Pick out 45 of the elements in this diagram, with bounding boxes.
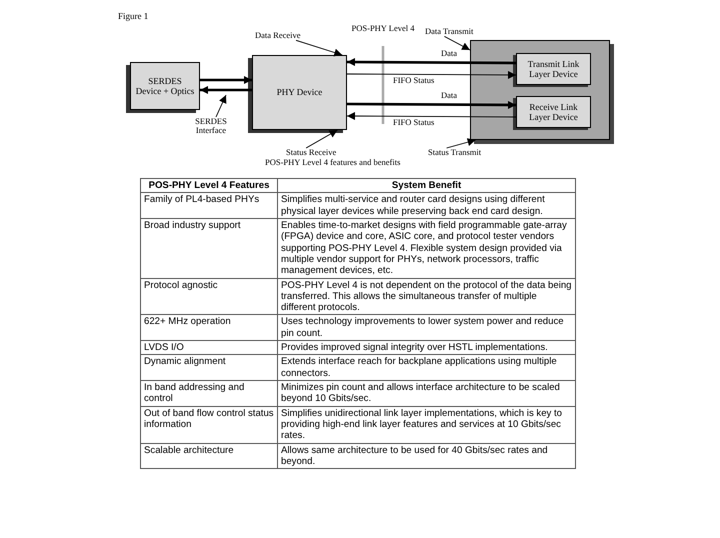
table-cell: Scalable architecture xyxy=(140,443,278,469)
table-cell: Allows same architecture to be used for 40 Gbits/sec rates and beyond. xyxy=(278,443,576,469)
leader-line xyxy=(216,94,226,118)
arrow xyxy=(347,58,516,66)
callout-label: SERDES Interface xyxy=(186,117,236,136)
table-cell: In band addressing and control xyxy=(140,380,278,406)
column-header: POS-PHY Level 4 Features xyxy=(140,178,278,193)
table-cell: Extends interface reach for backplane applications using multiple connectors. xyxy=(278,354,576,380)
table-cell: LVDS I/O xyxy=(140,340,278,355)
device-box: Receive Link Layer Device xyxy=(516,96,591,128)
column-header: System Benefit xyxy=(278,178,576,193)
table-cell: Uses technology improvements to lower system power and reduce pin count. xyxy=(278,314,576,341)
table-cell: Enables time-to-market designs with field programmable gate-array (FPGA) device and core, ASIC core, and protocol tester vendors supporting POS-PHY Level 4. Flexible system design provided via multiple vendor support for PHYs, network processors, traffic management devices, etc. xyxy=(278,218,576,278)
table-cell: Family of PL4-based PHYs xyxy=(140,192,278,218)
leader-line xyxy=(306,130,338,148)
edge-label: Data xyxy=(440,91,458,100)
table-cell: Simplifies unidirectional link layer implementations, which is key to providing high-end link layer features and services at 10 Gbits/sec rates. xyxy=(278,406,576,444)
table-cell: Simplifies multi-service and router card designs using different physical layer devices while preserving back end card design. xyxy=(278,192,576,218)
table-cell: Provides improved signal integrity over HSTL implementations. xyxy=(278,340,576,355)
arrow xyxy=(200,76,252,84)
edge-label: FIFO Status xyxy=(392,118,436,128)
interface-label: POS-PHY Level 4 xyxy=(350,24,416,34)
arrow xyxy=(347,100,516,109)
table-cell: Minimizes pin count and allows interface architecture to be scaled beyond 10 Gbits/sec. xyxy=(278,380,576,406)
edge-label: FIFO Status xyxy=(392,76,436,86)
device-box: Transmit Link Layer Device xyxy=(516,53,591,85)
leader-line xyxy=(446,138,476,148)
table-cell: 622+ MHz operation xyxy=(140,314,278,341)
callout-label: Status Transmit xyxy=(428,148,482,158)
figure-caption: POS-PHY Level 4 features and benefits xyxy=(265,158,400,168)
callout-label: Data Transmit xyxy=(425,27,474,36)
leader-line xyxy=(296,40,343,56)
table-cell: POS-PHY Level 4 is not dependent on the protocol of the data being transferred. This allows the simultaneous transfer of multiple different protocols. xyxy=(278,278,576,315)
callout-label: Status Receive xyxy=(286,148,336,158)
table-cell: Dynamic alignment xyxy=(140,354,278,380)
arrow xyxy=(200,86,252,94)
edge-label: Data xyxy=(440,49,458,58)
figure-title: Figure 1 xyxy=(118,12,148,22)
table-cell: Protocol agnostic xyxy=(140,278,278,315)
arrow xyxy=(346,112,516,120)
table-cell: Broad industry support xyxy=(140,218,278,278)
callout-label: Data Receive xyxy=(255,31,301,40)
leader-line xyxy=(444,36,470,50)
arrow xyxy=(346,70,516,79)
table-cell: Out of band flow control status information xyxy=(140,406,278,444)
